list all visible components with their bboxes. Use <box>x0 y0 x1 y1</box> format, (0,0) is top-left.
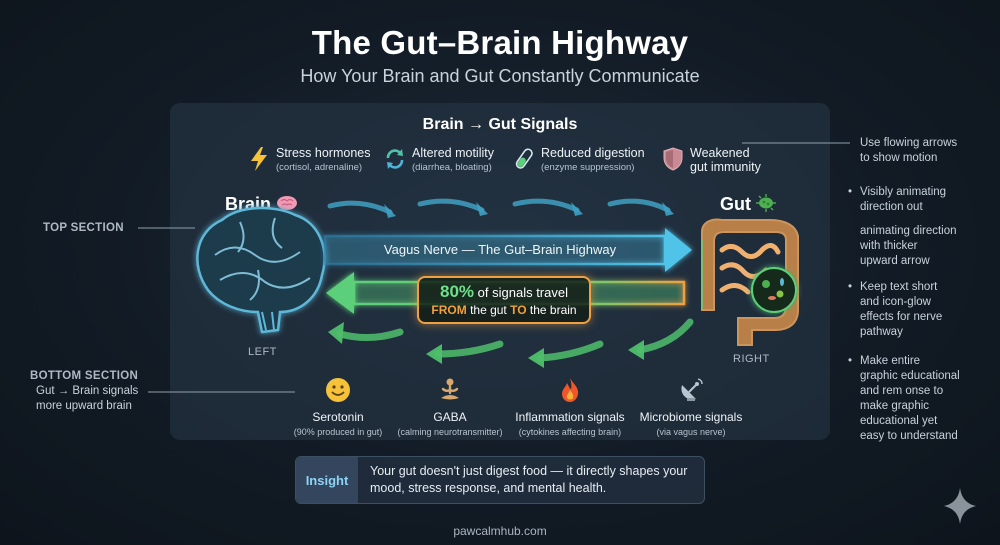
callout-line1: of signals travel <box>477 285 568 300</box>
feature-label: Altered motility <box>412 146 494 160</box>
smiley-icon <box>326 378 350 402</box>
sparkle-icon <box>944 488 976 524</box>
signal-label: Inflammation signals <box>515 410 625 424</box>
feature-label: Stress hormones <box>276 146 371 160</box>
vagus-nerve-arrow <box>323 228 692 272</box>
feature-stress-hormones: Stress hormones (cortisol, adrenaline) <box>248 146 370 174</box>
note-line: animating direction <box>860 225 957 237</box>
flame-icon <box>562 378 579 402</box>
note-line: Visibly animating <box>860 186 947 198</box>
note-line: and icon-glow <box>860 296 931 308</box>
callout-from: FROM <box>431 303 467 317</box>
right-note-animating: Visibly animating direction out <box>848 185 947 215</box>
feature-altered-motility: Altered motility (diarrhea, bloating) <box>384 146 494 174</box>
feature-detail: (enzyme suppression) <box>541 162 635 173</box>
right-note-educational: Make entire graphic educational and rem … <box>848 354 960 444</box>
signal-label: Microbiome signals <box>639 410 743 424</box>
gut-to-brain-flow-arrows <box>336 318 694 362</box>
callout-to: TO <box>510 303 527 317</box>
feature-reduced-digestion: Reduced digestion (enzyme suppression) <box>513 146 645 174</box>
gut-label: Gut <box>720 194 777 215</box>
signal-inflammation: Inflammation signals (cytokines affectin… <box>505 376 635 437</box>
meditation-icon <box>441 378 459 400</box>
note-line: to show motion <box>860 152 938 164</box>
signal-detail: (calming neurotransmitter) <box>397 427 503 437</box>
signal-serotonin: Serotonin (90% produced in gut) <box>273 376 403 437</box>
insight-box: Insight Your gut doesn't just digest foo… <box>295 456 705 504</box>
note-line: Keep text short <box>860 281 938 293</box>
satellite-dish-icon <box>681 378 703 401</box>
right-note-flowing-arrows: Use flowing arrows to show motion <box>860 136 957 166</box>
vagus-nerve-label: Vagus Nerve — The Gut–Brain Highway <box>383 242 617 257</box>
test-tube-icon <box>515 148 533 169</box>
signal-detail: (via vagus nerve) <box>656 427 726 437</box>
signal-label: GABA <box>433 410 467 424</box>
footer-url[interactable]: pawcalmhub.com <box>453 524 547 538</box>
top-section-note: TOP SECTION <box>43 222 124 234</box>
insight-tag: Insight <box>296 457 358 503</box>
shield-icon <box>663 147 683 171</box>
gut-illustration <box>701 218 799 346</box>
eighty-percent-callout: 80% of signals travel FROM the gut TO th… <box>417 276 591 324</box>
brain-to-gut-flow-arrows <box>327 198 671 215</box>
signal-detail: (90% produced in gut) <box>293 427 383 437</box>
left-side-label: LEFT <box>248 346 277 358</box>
gut-label-text: Gut <box>720 194 751 214</box>
cycle-arrows-icon <box>386 149 404 169</box>
note-line: Make entire <box>860 355 921 367</box>
callout-mid: the gut <box>470 303 507 317</box>
callout-end: the brain <box>529 303 577 317</box>
insight-text: Your gut doesn't just digest food — it d… <box>370 464 688 495</box>
right-note-keep-short: Keep text short and icon-glow effects fo… <box>848 280 943 340</box>
signal-gaba: GABA (calming neurotransmitter) <box>385 376 515 437</box>
feature-detail: (diarrhea, bloating) <box>412 162 492 173</box>
signal-label: Serotonin <box>312 410 364 424</box>
bottom-section-line2: more upward brain <box>36 400 132 412</box>
note-line: pathway <box>860 326 903 338</box>
note-line: effects for nerve <box>860 311 943 323</box>
microbe-icon <box>756 194 777 212</box>
right-side-label: RIGHT <box>733 353 770 365</box>
brain-emoji-icon <box>277 196 298 210</box>
note-line: make graphic <box>860 400 930 412</box>
note-line: graphic educational <box>860 370 960 382</box>
right-note-thicker-arrow: animating direction with thicker upward … <box>860 224 957 269</box>
signal-detail: (cytokines affecting brain) <box>518 427 622 437</box>
feature-label-line2: gut immunity <box>690 160 761 174</box>
feature-label: Reduced digestion <box>541 146 645 160</box>
note-line: direction out <box>860 201 923 213</box>
note-line: with thicker <box>860 240 918 252</box>
page-title: The Gut–Brain Highway <box>311 24 689 61</box>
feature-label: Weakened <box>690 146 750 160</box>
brain-illustration <box>196 206 326 334</box>
bottom-section-note: BOTTOM SECTION <box>30 370 139 382</box>
note-line: educational yet <box>860 415 938 427</box>
bottom-section-line1: Gut → Brain signals <box>36 385 139 397</box>
signal-microbiome: Microbiome signals (via vagus nerve) <box>626 376 756 437</box>
note-line: and rem onse to <box>860 385 944 397</box>
note-line: Use flowing arrows <box>860 137 958 149</box>
page-subtitle: How Your Brain and Gut Constantly Commun… <box>300 66 700 86</box>
callout-percent: 80% <box>440 282 475 301</box>
brain-label: Brain <box>225 194 298 215</box>
note-line: easy to understand <box>860 430 958 442</box>
feature-weakened-immunity: Weakened gut immunity <box>662 146 761 174</box>
note-line: upward arrow <box>860 255 930 267</box>
brain-to-gut-heading: Brain → Gut Signals <box>422 116 578 133</box>
feature-detail: (cortisol, adrenaline) <box>276 162 363 173</box>
lightning-icon <box>251 147 267 171</box>
